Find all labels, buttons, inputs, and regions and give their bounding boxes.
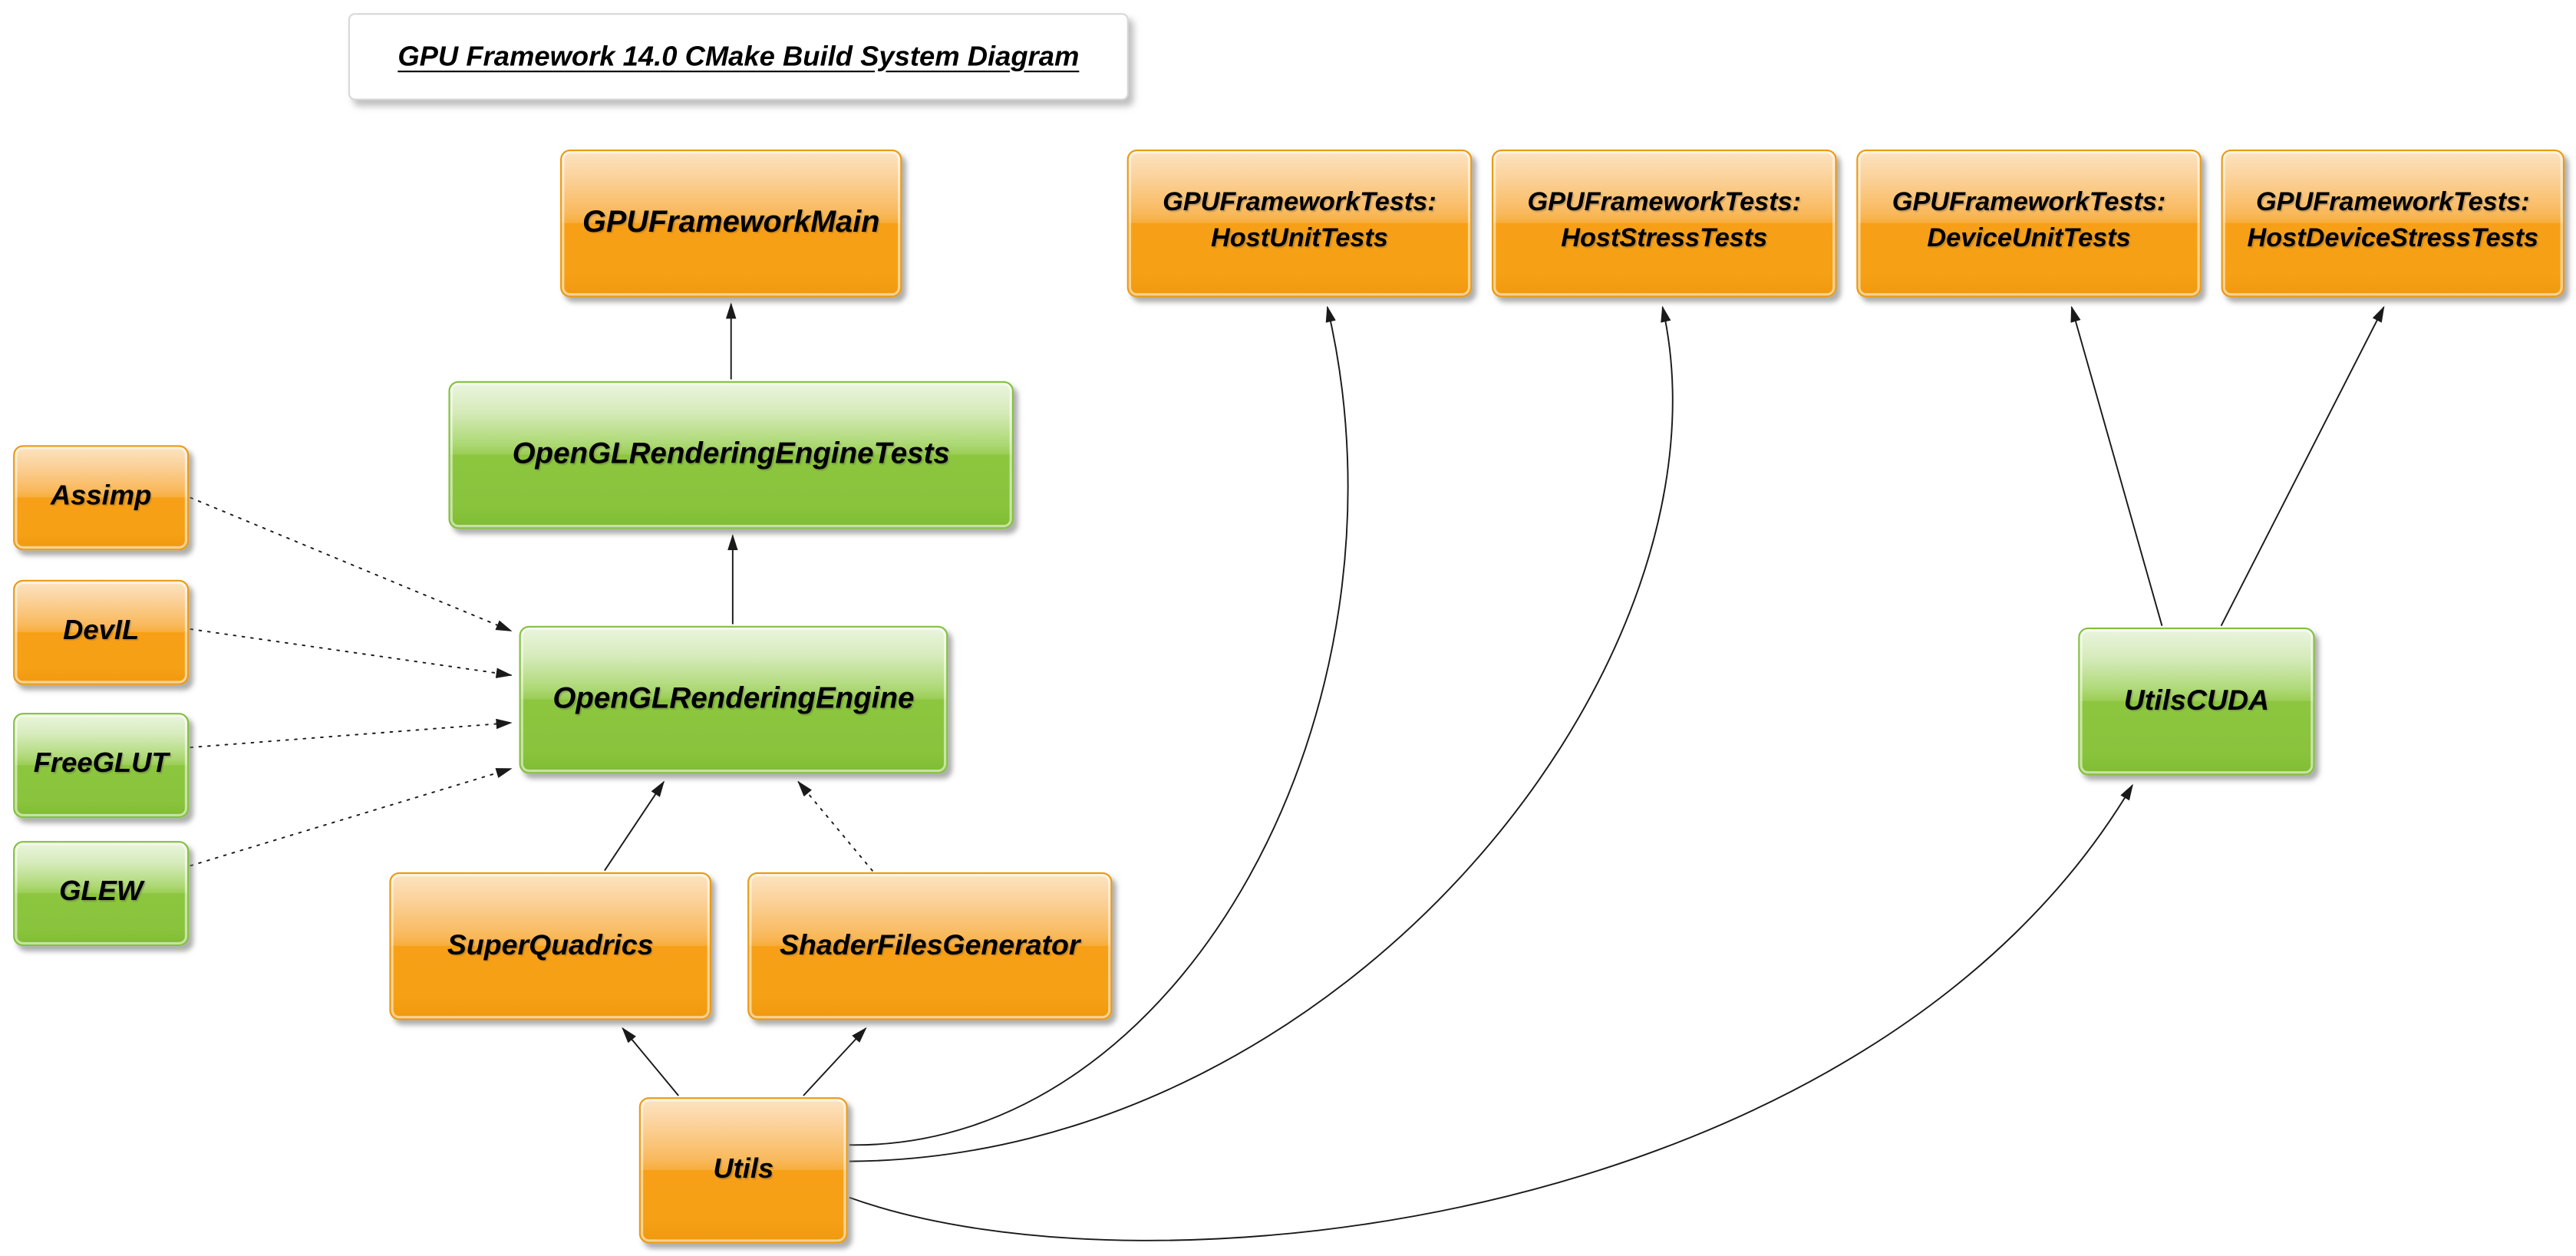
node-superquadrics: SuperQuadrics [389, 872, 712, 1020]
node-label: Utils [713, 1152, 774, 1185]
edge-superquadrics--opengl-rendering-engine [604, 780, 665, 872]
edge-utils--tests-host-stress [849, 305, 1674, 1162]
node-label: GLEW [59, 875, 143, 908]
node-label: GPUFrameworkTests: [1527, 189, 1802, 217]
node-label: GPUFrameworkTests: [1163, 189, 1436, 217]
node-utils-cuda: UtilsCUDA [2078, 627, 2315, 776]
node-label: HostUnitTests [1211, 225, 1388, 253]
edge-devil--opengl-rendering-engine [190, 628, 513, 678]
node-shader-files-generator: ShaderFilesGenerator [747, 872, 1113, 1020]
edge-utils--superquadrics [622, 1027, 679, 1096]
node-label: DeviceUnitTests [1927, 225, 2131, 253]
node-opengl-rendering-engine: OpenGLRenderingEngine [519, 625, 948, 774]
node-tests-device-unit: GPUFrameworkTests: DeviceUnitTests [1856, 149, 2202, 298]
node-label: OpenGLRenderingEngineTests [512, 436, 950, 470]
edges-group [190, 302, 2385, 1241]
node-opengl-rendering-engine-tests: OpenGLRenderingEngineTests [448, 381, 1014, 529]
node-label: GPUFrameworkTests: [1892, 189, 2166, 217]
node-label: Assimp [50, 480, 152, 512]
node-tests-host-stress: GPUFrameworkTests: HostStressTests [1491, 149, 1837, 298]
node-label: DevIL [63, 615, 140, 646]
edge-glew--opengl-rendering-engine [190, 767, 513, 867]
node-label: HostStressTests [1561, 225, 1768, 253]
node-label: OpenGLRenderingEngine [552, 681, 915, 714]
node-assimp: Assimp [13, 445, 190, 551]
node-tests-host-unit: GPUFrameworkTests: HostUnitTests [1126, 149, 1473, 298]
edge-utils--tests-host-unit [849, 305, 1349, 1146]
diagram-title: GPU Framework 14.0 CMake Build System Di… [397, 40, 1080, 72]
edge-utils--shader-files-generator [803, 1027, 867, 1096]
edge-freeglut--opengl-rendering-engine [190, 718, 513, 749]
edge-utils-cuda--tests-device-unit [2070, 305, 2163, 626]
node-gpu-framework-main: GPUFrameworkMain [560, 149, 902, 298]
node-freeglut: FreeGLUT [13, 713, 190, 819]
edge-utils-cuda--tests-host-device-stress [2220, 305, 2385, 627]
node-label: UtilsCUDA [2123, 683, 2270, 717]
node-label: GPUFrameworkTests: [2255, 189, 2530, 217]
node-utils: Utils [638, 1097, 848, 1244]
node-label: SuperQuadrics [447, 928, 654, 961]
node-tests-host-device-stress: GPUFrameworkTests: HostDeviceStressTests [2221, 149, 2565, 298]
edge-shader-files-generator--opengl-rendering-engine [797, 780, 873, 872]
edge-utils--utils-cuda [849, 783, 2133, 1241]
node-label: ShaderFilesGenerator [780, 928, 1080, 961]
node-label: FreeGLUT [33, 747, 169, 780]
diagram-title-box: GPU Framework 14.0 CMake Build System Di… [348, 13, 1129, 101]
node-label: HostDeviceStressTests [2247, 225, 2539, 253]
node-glew: GLEW [13, 841, 190, 947]
edge-assimp--opengl-rendering-engine [190, 496, 513, 632]
node-devil: DevIL [13, 579, 190, 685]
node-label: GPUFrameworkMain [582, 203, 880, 239]
